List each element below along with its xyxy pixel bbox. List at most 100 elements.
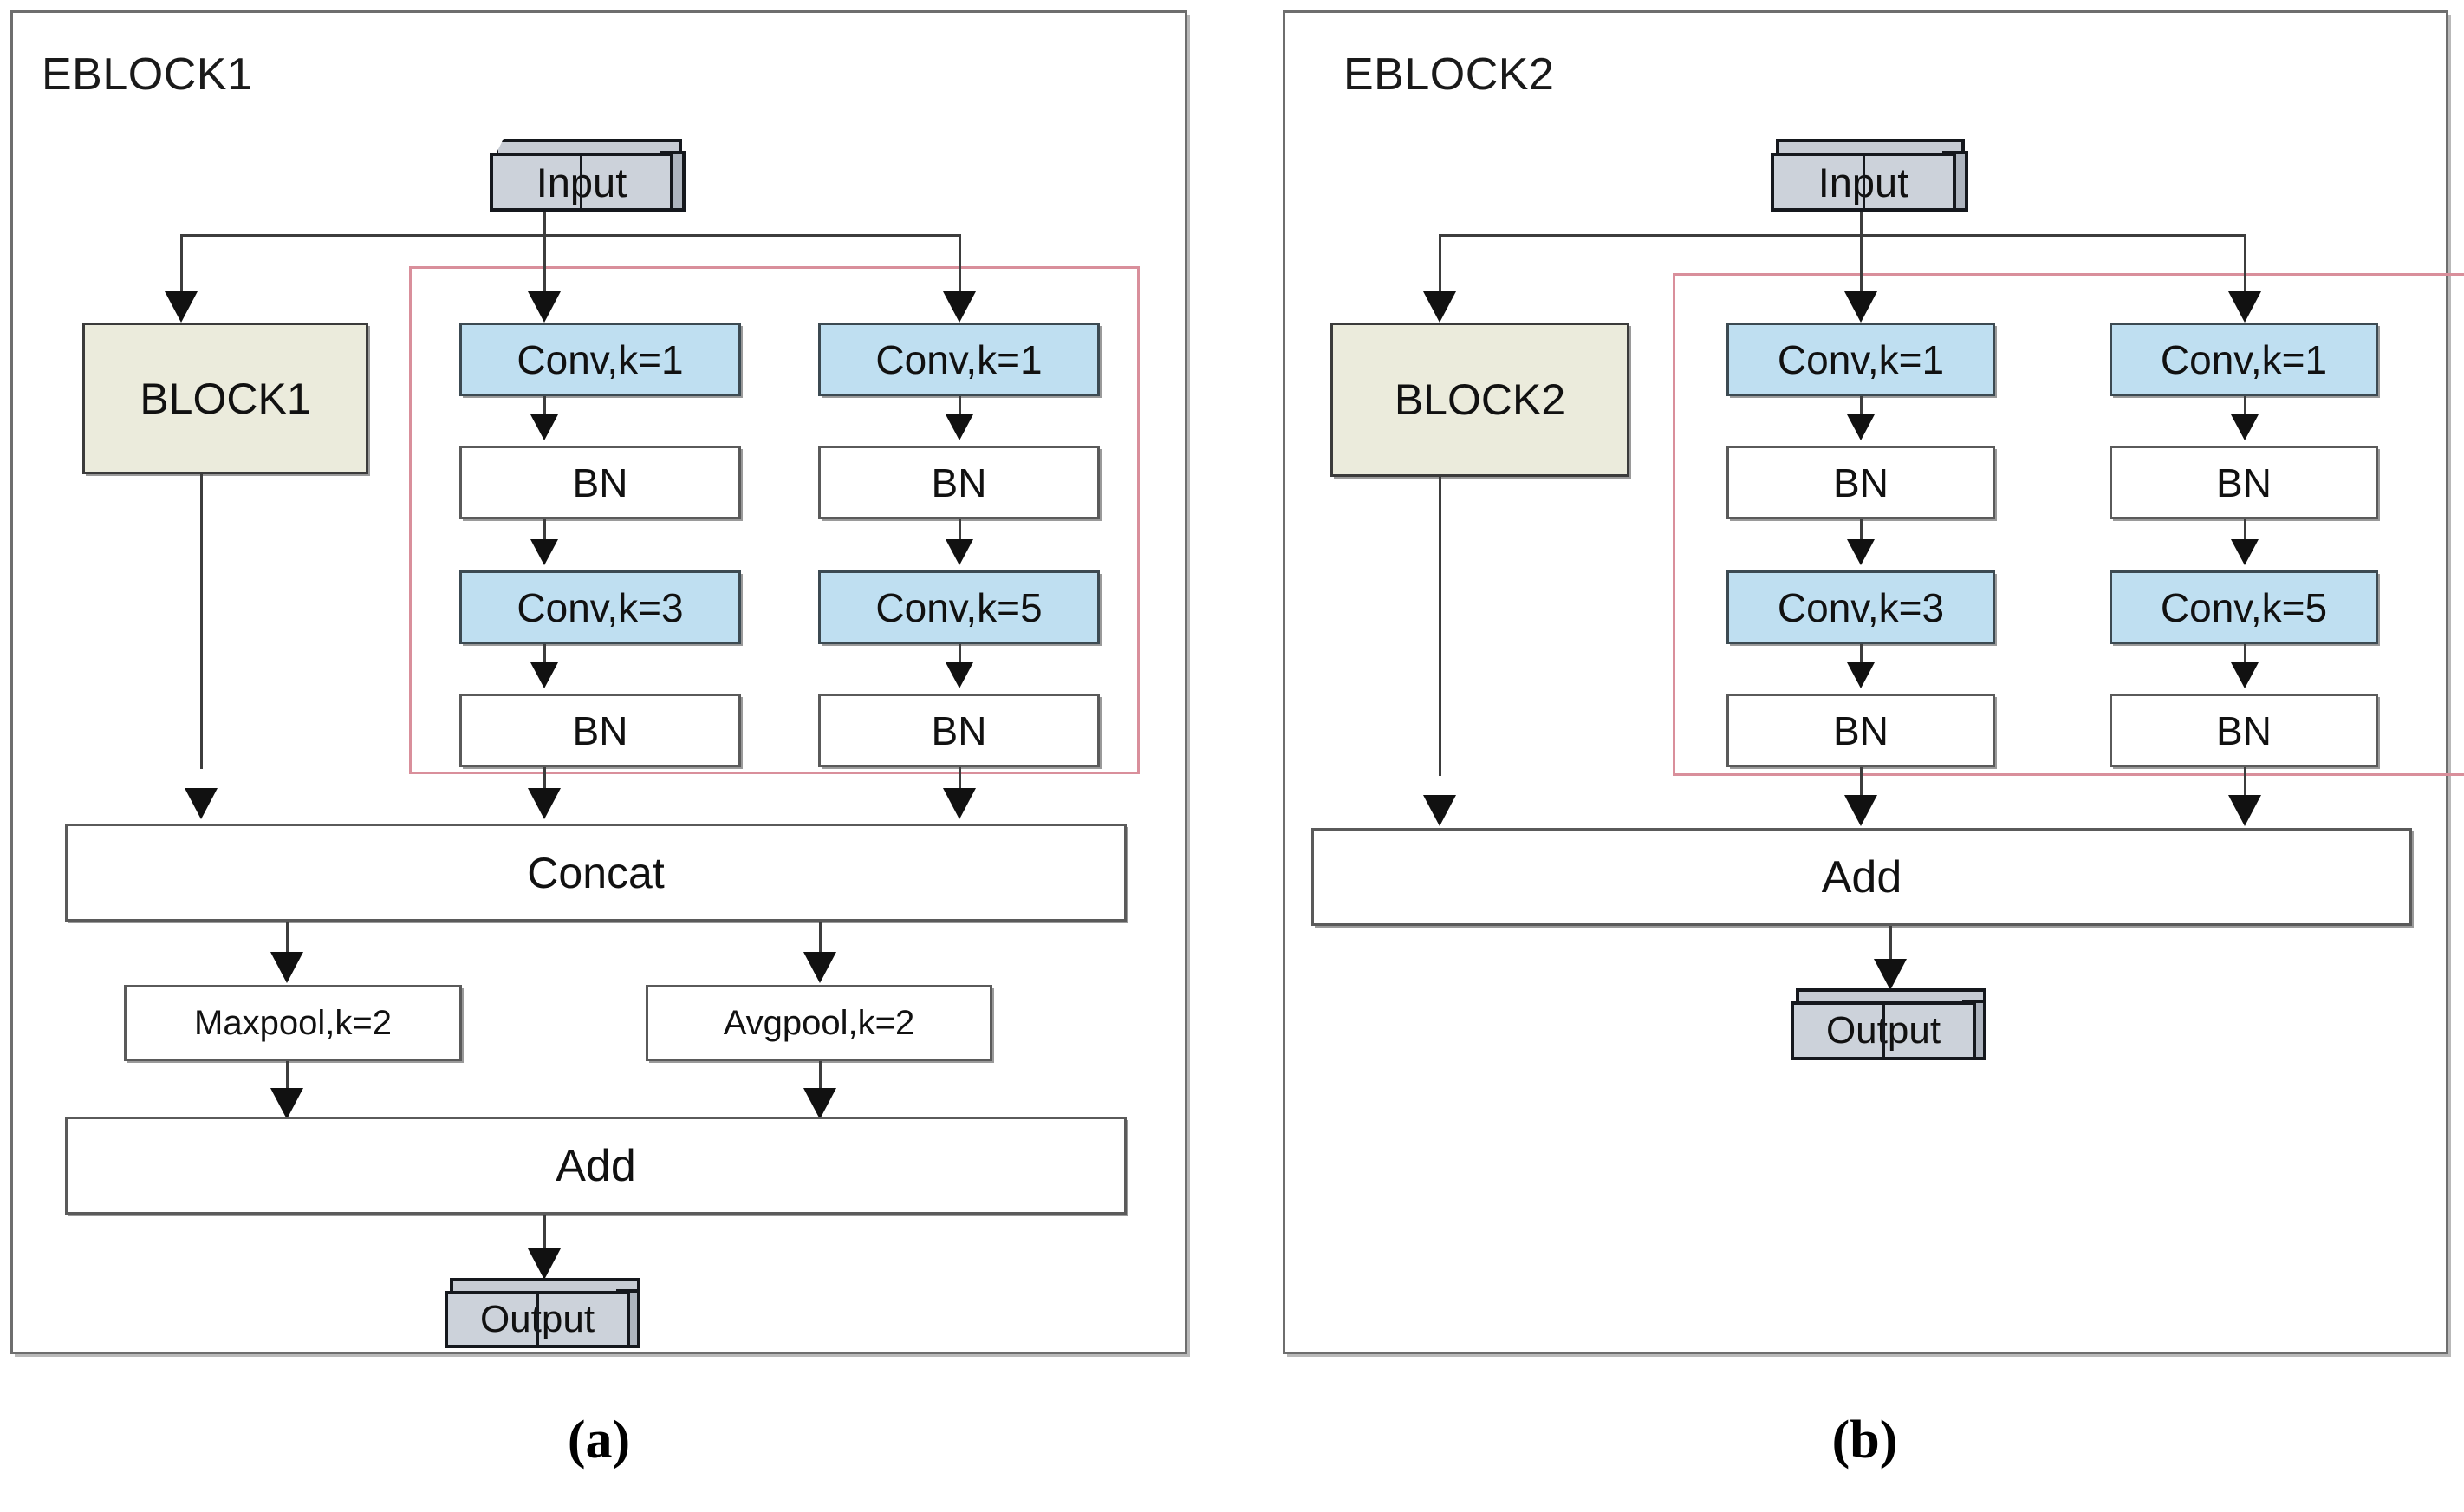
bn-b2-label: BN [931, 707, 987, 753]
edge-conv-k3-to-bn-eblock2 [1860, 644, 1863, 679]
bn-a1-label: BN [572, 459, 628, 505]
arrow-concat-to-maxpool [270, 952, 303, 983]
edge-bus-to-branch-b-eblock1 [959, 234, 961, 299]
edge-bus-to-block1 [180, 234, 183, 299]
highlight-rect-eblock2 [1673, 273, 2464, 776]
conv-k1-a-label-2: Conv,k=1 [1777, 336, 1945, 382]
output-cube-eblock1: Output [438, 1278, 654, 1352]
output-cube-lip [450, 1278, 640, 1294]
arrow-block1-to-concat [185, 788, 218, 819]
conv-k1-b-label-2: Conv,k=1 [2160, 336, 2328, 382]
edge-concat-to-avgpool [819, 922, 822, 963]
node-concat-eblock1: Concat [65, 824, 1127, 922]
block2-label: BLOCK2 [1394, 375, 1566, 424]
bn-a2-label: BN [572, 707, 628, 753]
edge-avgpool-to-add [819, 1061, 822, 1100]
input-cube-divider [580, 156, 582, 210]
edge-bus-to-branch-a-eblock2 [1860, 234, 1863, 299]
edge-conv-k1-a-to-bn-eblock2 [1860, 396, 1863, 431]
arrow-to-branch-b-eblock2 [2228, 291, 2261, 323]
node-block1: BLOCK1 [82, 323, 368, 474]
edge-conv-k3-to-bn-eblock1 [543, 644, 546, 679]
add-label-eblock2: Add [1821, 851, 1902, 903]
arrow-conv-k1-b-to-bn-eblock2 [2231, 414, 2259, 440]
edge-bus-to-branch-b-eblock2 [2244, 234, 2246, 299]
edge-conv-k1-b-to-bn-eblock1 [959, 396, 961, 431]
node-conv-k1-a-eblock2: Conv,k=1 [1726, 323, 1995, 396]
bn-b1-label: BN [931, 459, 987, 505]
node-block2: BLOCK2 [1330, 323, 1629, 477]
edge-bn-b2-to-concat [959, 767, 961, 800]
input-cube-eblock2: Input [1764, 139, 1980, 215]
arrow-conv-k5-to-bn-eblock1 [946, 662, 973, 688]
panel-eblock2-title: EBLOCK2 [1343, 49, 1555, 100]
avgpool-label: Avgpool,k=2 [723, 1004, 915, 1042]
edge-conv-k5-to-bn-eblock2 [2244, 644, 2246, 679]
edge-add-to-output-eblock1 [543, 1215, 546, 1260]
node-bn-a2-eblock2: BN [1726, 694, 1995, 767]
edge-bus-to-branch-a-eblock1 [543, 234, 546, 299]
arrow-bn-b2-to-add-eblock2 [2228, 795, 2261, 826]
arrow-to-block1 [165, 291, 198, 323]
arrow-bn-a2-to-add-eblock2 [1844, 795, 1877, 826]
arrow-bn-a2-to-concat [528, 788, 561, 819]
arrow-add-to-output-eblock2 [1874, 959, 1907, 990]
arrow-to-branch-a-eblock2 [1844, 291, 1877, 323]
output-cube-eblock2: Output [1784, 988, 2000, 1065]
arrow-concat-to-avgpool [803, 952, 836, 983]
node-bn-a1-eblock2: BN [1726, 446, 1995, 519]
panel-eblock1-title: EBLOCK1 [42, 49, 253, 100]
bn-b2-label-2: BN [2216, 707, 2272, 753]
fanout-bus-eblock1 [180, 234, 960, 237]
arrow-bn-b2-to-concat [943, 788, 976, 819]
arrow-conv-k1-a-to-bn-eblock1 [530, 414, 558, 440]
arrow-to-block2 [1423, 291, 1456, 323]
output-cube-divider-2 [1882, 1004, 1885, 1059]
arrow-block2-to-add [1423, 795, 1456, 826]
arrow-conv-k1-b-to-bn-eblock1 [946, 414, 973, 440]
node-conv-k3-eblock1: Conv,k=3 [459, 570, 741, 644]
edge-input-to-bus-eblock1 [543, 212, 546, 248]
input-cube-lip-2 [1776, 139, 1965, 156]
fanout-bus-eblock2 [1439, 234, 2245, 237]
node-conv-k1-b-eblock1: Conv,k=1 [818, 323, 1100, 396]
add-label-eblock1: Add [556, 1140, 636, 1191]
node-bn-b2-eblock1: BN [818, 694, 1100, 767]
edge-bn-b1-to-conv-k5-eblock1 [959, 519, 961, 556]
edge-conv-k1-b-to-bn-eblock2 [2244, 396, 2246, 431]
arrow-conv-k3-to-bn-eblock1 [530, 662, 558, 688]
arrow-bn-b1-to-conv-k5-eblock2 [2231, 539, 2259, 565]
arrow-to-branch-a-eblock1 [528, 291, 561, 323]
node-conv-k5-eblock1: Conv,k=5 [818, 570, 1100, 644]
edge-bus-to-block2 [1439, 234, 1441, 299]
bn-a1-label-2: BN [1833, 459, 1889, 505]
arrow-conv-k5-to-bn-eblock2 [2231, 662, 2259, 688]
node-bn-b2-eblock2: BN [2110, 694, 2378, 767]
edge-bn-b1-to-conv-k5-eblock2 [2244, 519, 2246, 556]
edge-conv-k5-to-bn-eblock1 [959, 644, 961, 679]
arrow-bn-a1-to-conv-k3-eblock1 [530, 539, 558, 565]
node-conv-k1-a-eblock1: Conv,k=1 [459, 323, 741, 396]
input-cube-divider-2 [1863, 156, 1865, 210]
conv-k1-b-label: Conv,k=1 [875, 336, 1043, 382]
arrow-bn-b1-to-conv-k5-eblock1 [946, 539, 973, 565]
arrow-avgpool-to-add [803, 1088, 836, 1119]
edge-add-to-output-eblock2 [1889, 926, 1892, 971]
highlight-rect-eblock1 [409, 266, 1140, 774]
node-bn-a1-eblock1: BN [459, 446, 741, 519]
arrow-to-branch-b-eblock1 [943, 291, 976, 323]
conv-k3-label-2: Conv,k=3 [1777, 584, 1945, 630]
bn-a2-label-2: BN [1833, 707, 1889, 753]
conv-k3-label: Conv,k=3 [517, 584, 684, 630]
edge-bn-a2-to-concat [543, 767, 546, 800]
conv-k1-a-label: Conv,k=1 [517, 336, 684, 382]
node-conv-k5-eblock2: Conv,k=5 [2110, 570, 2378, 644]
concat-label: Concat [527, 848, 665, 897]
node-conv-k1-b-eblock2: Conv,k=1 [2110, 323, 2378, 396]
edge-maxpool-to-add [286, 1061, 289, 1100]
conv-k5-label-2: Conv,k=5 [2160, 584, 2328, 630]
arrow-bn-a1-to-conv-k3-eblock2 [1847, 539, 1875, 565]
edge-block2-to-add [1439, 477, 1441, 776]
conv-k5-label: Conv,k=5 [875, 584, 1043, 630]
